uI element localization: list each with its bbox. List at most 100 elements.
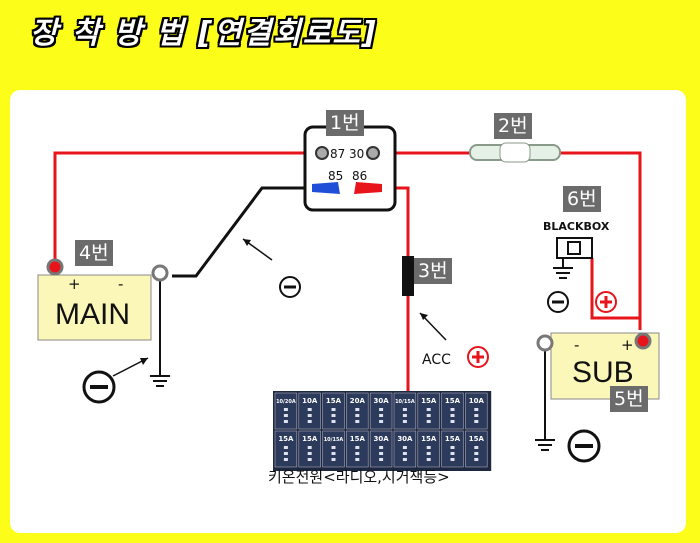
main-battery-plus-terminal xyxy=(46,258,64,276)
main-battery-plus: + xyxy=(68,275,81,293)
fusebox-caption: 키온전원<라디오,시거잭등> xyxy=(268,468,450,486)
fuse-slot-rating: 20A xyxy=(350,397,366,405)
sub-battery-plus-terminal xyxy=(634,332,652,350)
relay-pin30-terminal xyxy=(366,146,380,160)
fuse-slot-mark xyxy=(402,420,407,423)
fuse-slot-mark xyxy=(450,446,455,449)
wire-main-ground xyxy=(150,276,170,387)
fuse-slot-mark xyxy=(402,458,407,461)
fuse-slot-mark xyxy=(379,452,384,455)
fuse-slot-mark xyxy=(474,414,479,417)
main-battery-minus: - xyxy=(118,275,123,293)
minus-symbol-main-ground xyxy=(82,370,116,404)
fuse-slot-mark xyxy=(283,408,288,411)
fuse-slot-rating: 30A xyxy=(397,435,413,443)
relay-pin87-terminal xyxy=(315,146,329,160)
fuse-slot-mark xyxy=(331,452,336,455)
fuse-slot-mark xyxy=(283,446,288,449)
wire-blackbox-ground xyxy=(553,258,573,279)
main-battery-minus-terminal xyxy=(151,264,169,282)
fuse-slot-rating: 15A xyxy=(421,397,437,405)
fuse-slot-mark xyxy=(450,408,455,411)
fuse-slot-mark xyxy=(307,408,312,411)
fuse-slot-mark xyxy=(379,446,384,449)
fuse-slot-mark xyxy=(474,408,479,411)
main-battery-label: MAIN xyxy=(55,298,130,331)
acc-wire-tag-block xyxy=(402,256,414,296)
fuse-slot-mark xyxy=(283,452,288,455)
fuse-slot-mark xyxy=(402,414,407,417)
fuse-slot-mark xyxy=(355,408,360,411)
blackbox-label: BLACKBOX xyxy=(543,220,610,233)
fuse-slot-mark xyxy=(450,452,455,455)
fuse-slot-mark xyxy=(379,458,384,461)
fuse-slot-rating: 10/15A xyxy=(395,399,415,405)
fuse-slot-mark xyxy=(402,452,407,455)
fuse-slot-mark xyxy=(474,458,479,461)
fuse-slot-rating: 15A xyxy=(445,397,461,405)
fuse-slot-mark xyxy=(307,446,312,449)
fuse-slot-mark xyxy=(331,408,336,411)
fuse-slot-rating: 30A xyxy=(374,397,390,405)
fuse-slot-rating: 15A xyxy=(445,435,461,443)
fuse-slot-mark xyxy=(283,414,288,417)
fuse-slot-mark xyxy=(331,414,336,417)
fuse-slot-mark xyxy=(355,414,360,417)
fuse-slot-mark xyxy=(379,414,384,417)
fuse-slot-mark xyxy=(379,408,384,411)
wire-sub-ground xyxy=(535,343,555,451)
minus-symbol-relay85 xyxy=(279,276,301,298)
fuse-slot-rating: 15A xyxy=(278,435,294,443)
minus-symbol-sub-ground xyxy=(567,429,601,463)
wire-relay85-to-ground xyxy=(172,186,318,278)
fuse-slot-rating: 10/20A xyxy=(276,399,296,405)
fuse-slot-mark xyxy=(474,452,479,455)
relay-body xyxy=(303,125,397,212)
plus-symbol-blackbox xyxy=(595,291,617,313)
fuse-slot-mark xyxy=(355,458,360,461)
fuse-slot-rating: 10A xyxy=(302,397,318,405)
wire-blackbox-positive xyxy=(590,258,640,320)
sub-battery-label: SUB xyxy=(572,356,634,389)
fuse-slot-mark xyxy=(331,420,336,423)
fuse-slot-mark xyxy=(426,458,431,461)
fuse-slot-mark xyxy=(331,458,336,461)
tag-fuse: 2번 xyxy=(494,113,532,139)
fuse-slot-rating: 15A xyxy=(326,397,342,405)
fuse-slot-mark xyxy=(355,446,360,449)
sub-battery-plus: + xyxy=(621,336,634,354)
fuse-slot-mark xyxy=(331,446,336,449)
fuse-slot-mark xyxy=(283,458,288,461)
fuse-slot-rating: 15A xyxy=(421,435,437,443)
fuse-slot-rating: 10/15A xyxy=(324,437,344,443)
sub-battery-minus-terminal xyxy=(536,334,554,352)
fuse-slot-mark xyxy=(474,420,479,423)
fuse-slot-mark xyxy=(307,420,312,423)
fuse-slot-mark xyxy=(426,414,431,417)
wire-main-to-relay87 xyxy=(53,151,320,265)
fuse-slot-mark xyxy=(379,420,384,423)
relay-pin-86: 86 xyxy=(352,169,367,183)
fuse-slot-mark xyxy=(450,414,455,417)
relay-connector-86 xyxy=(354,182,382,194)
relay-pin-30: 30 xyxy=(349,147,364,161)
fuse-slot-mark xyxy=(307,452,312,455)
fuse-slot-mark xyxy=(402,446,407,449)
fuse-slot-mark xyxy=(426,446,431,449)
page-title: 장 착 방 법 [연결회로도] xyxy=(30,16,378,51)
relay-pin-85: 85 xyxy=(328,169,343,183)
tag-relay: 1번 xyxy=(326,110,364,136)
tag-main-battery: 4번 xyxy=(75,240,113,266)
fuse-slot-mark xyxy=(402,408,407,411)
tag-blackbox: 6번 xyxy=(563,186,601,212)
fuse-slot-mark xyxy=(355,420,360,423)
minus-symbol-blackbox xyxy=(547,291,569,313)
fuse-slot-mark xyxy=(450,458,455,461)
fuse-slot-mark xyxy=(307,458,312,461)
fuse-slot-mark xyxy=(355,452,360,455)
relay-connector-85 xyxy=(312,182,340,194)
fuse-slot-mark xyxy=(450,420,455,423)
fuse-slot-mark xyxy=(426,420,431,423)
